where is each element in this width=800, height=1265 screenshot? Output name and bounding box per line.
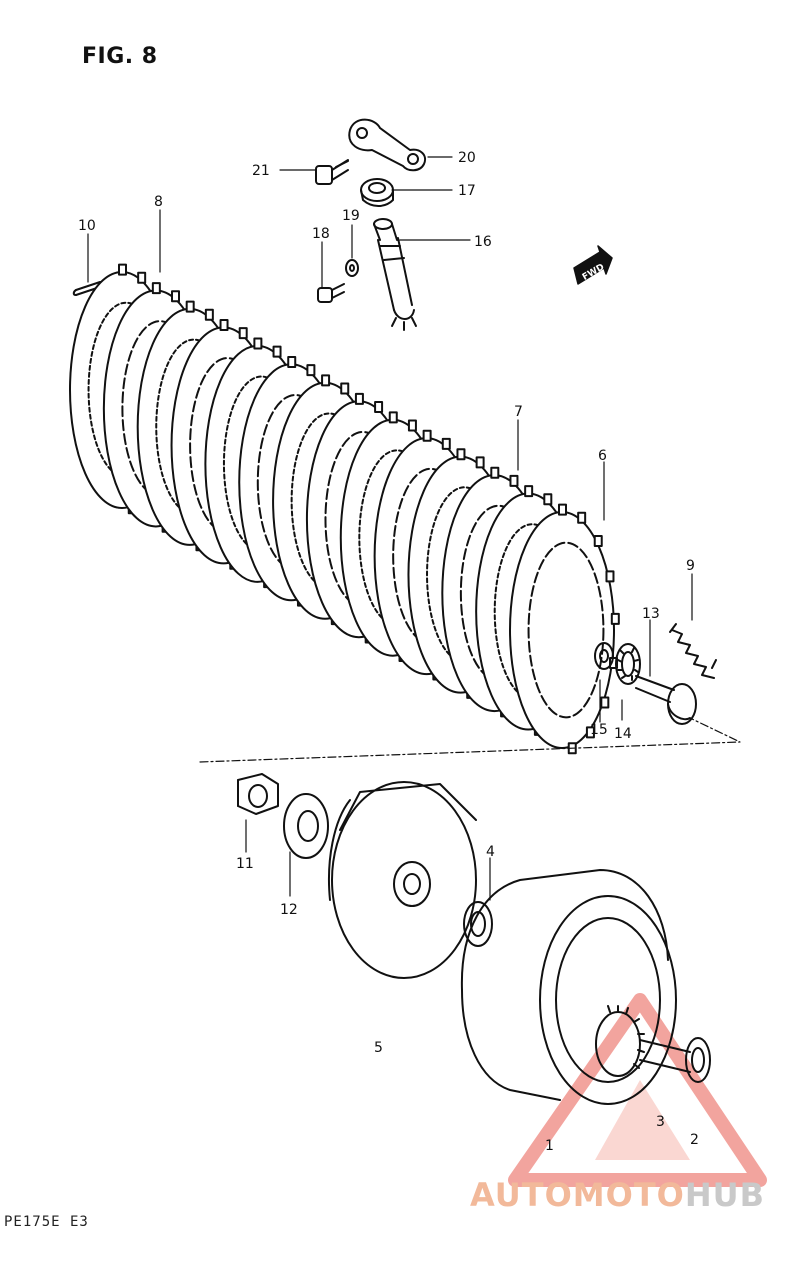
drawing-code: PE175E E3 bbox=[4, 1214, 89, 1230]
separator-line bbox=[199, 717, 741, 763]
spacer-icon bbox=[463, 901, 493, 947]
callout-4: 4 bbox=[486, 844, 495, 860]
callout-11: 11 bbox=[236, 856, 254, 872]
callout-8: 8 bbox=[154, 194, 163, 210]
callout-17: 17 bbox=[458, 183, 476, 199]
clutch-plate-stack bbox=[69, 263, 620, 755]
callout-6: 6 bbox=[598, 448, 607, 464]
watermark-text: AUTOMOTOHUB bbox=[470, 1176, 765, 1214]
watermark-part-2: HUB bbox=[684, 1176, 766, 1214]
callout-14: 14 bbox=[614, 726, 632, 742]
callout-7: 7 bbox=[514, 404, 523, 420]
washer-12-icon bbox=[283, 793, 329, 859]
callout-2: 2 bbox=[690, 1132, 699, 1148]
clutch-spring-icon bbox=[669, 623, 717, 679]
callout-13: 13 bbox=[642, 606, 660, 622]
release-arm-icon bbox=[348, 118, 426, 172]
callout-19: 19 bbox=[342, 208, 360, 224]
push-piece-icon bbox=[635, 675, 697, 725]
callout-18: 18 bbox=[312, 226, 330, 242]
clutch-housing-icon bbox=[460, 869, 677, 1105]
clutch-plate bbox=[509, 503, 620, 755]
callout-15: 15 bbox=[590, 722, 608, 738]
bearing-icon bbox=[615, 643, 641, 685]
callout-3: 3 bbox=[656, 1114, 665, 1130]
forward-arrow-icon: FWD bbox=[573, 245, 613, 285]
callout-1: 1 bbox=[545, 1138, 554, 1154]
leader-lines bbox=[87, 156, 693, 901]
callout-5: 5 bbox=[374, 1040, 383, 1056]
clutch-sleeve-hub-icon bbox=[327, 781, 477, 979]
watermark-logo-icon bbox=[508, 993, 767, 1187]
washer-15-icon bbox=[594, 642, 614, 670]
callout-16: 16 bbox=[474, 234, 492, 250]
oil-seal-icon bbox=[360, 178, 394, 207]
thrust-ring-icon bbox=[685, 1037, 711, 1083]
release-shaft-icon bbox=[373, 218, 417, 331]
callout-10: 10 bbox=[78, 218, 96, 234]
callout-9: 9 bbox=[686, 558, 695, 574]
callout-20: 20 bbox=[458, 150, 476, 166]
figure-title: FIG. 8 bbox=[82, 44, 158, 69]
watermark-part-1: AUTOMOTO bbox=[470, 1176, 685, 1214]
bolt-icon bbox=[315, 159, 349, 185]
washer-icon bbox=[345, 259, 359, 277]
primary-driven-gear-icon bbox=[595, 1005, 691, 1077]
callout-12: 12 bbox=[280, 902, 298, 918]
screw-icon bbox=[317, 283, 345, 303]
nut-icon bbox=[237, 773, 279, 815]
callout-21: 21 bbox=[252, 163, 270, 179]
